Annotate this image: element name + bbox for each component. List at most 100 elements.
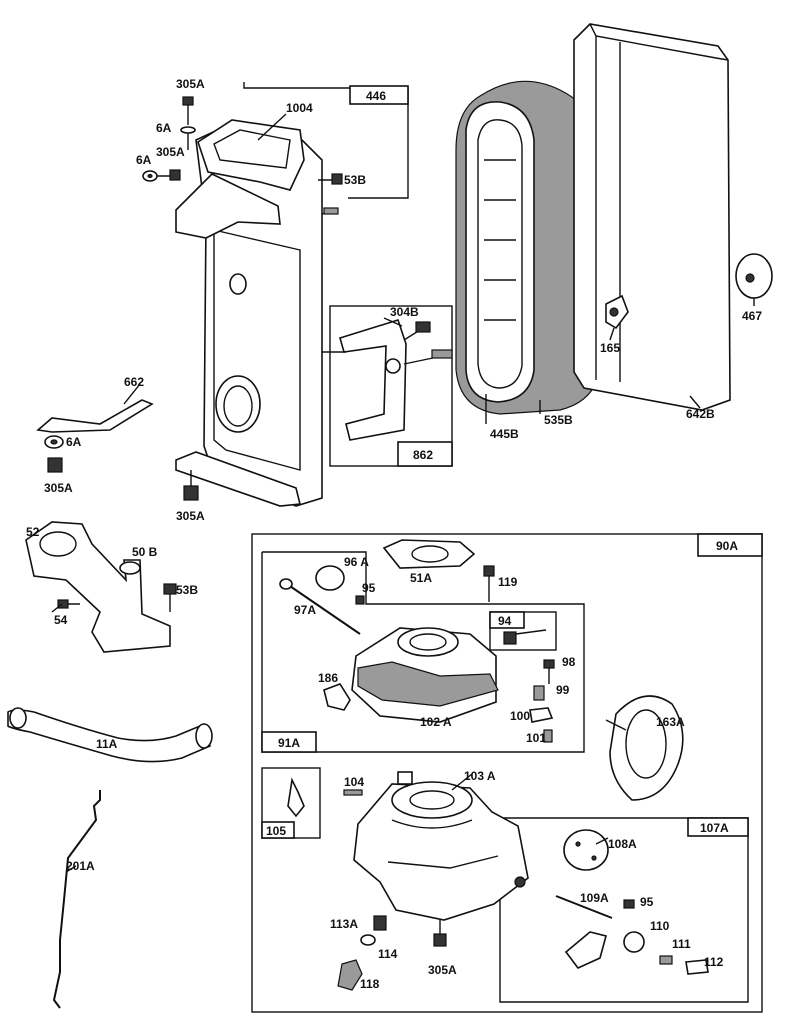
spring-99 (533, 685, 545, 701)
label-99: 99 (556, 683, 570, 697)
leader-lines (51, 113, 755, 873)
valve-100 (529, 707, 554, 723)
nut-305a-low (47, 457, 63, 473)
label-305a-low: 305A (44, 481, 73, 495)
label-201a: 201A (66, 859, 95, 873)
filter-element-535b (455, 80, 601, 415)
air-cleaner-base (175, 119, 339, 507)
gasket-163a (609, 695, 684, 801)
spring-111 (659, 955, 673, 965)
screw-95-top (355, 595, 365, 605)
box-label-90a: 90A (716, 539, 738, 553)
screw-95-bot (623, 899, 635, 909)
link-201a (52, 790, 101, 1009)
screw-119 (483, 565, 495, 602)
strap-662 (36, 399, 154, 433)
box-label-862: 862 (413, 448, 433, 462)
shaft-97a (279, 578, 361, 635)
washer-6a-low (44, 435, 64, 449)
label-6a-low: 6A (66, 435, 82, 449)
label-186: 186 (318, 671, 338, 685)
screw-94 (503, 629, 547, 645)
label-97a: 97A (294, 603, 316, 617)
label-96a: 96 A (344, 555, 369, 569)
label-305a-carb: 305A (428, 963, 457, 977)
box-label-94: 94 (498, 614, 512, 628)
label-95-bot: 95 (640, 895, 654, 909)
label-11a: 11A (96, 737, 118, 751)
label-114: 114 (378, 947, 398, 961)
label-445b: 445B (490, 427, 519, 441)
box-862-group: 862 (329, 305, 453, 467)
box-105-group: 105 (261, 767, 321, 839)
screw-305a-top (180, 96, 196, 150)
label-102a: 102 A (420, 715, 452, 729)
label-54: 54 (54, 613, 68, 627)
label-119: 119 (498, 575, 518, 589)
elbow-50b (25, 521, 177, 653)
label-112: 112 (704, 955, 724, 969)
body-103a (353, 771, 529, 921)
label-51a: 51A (410, 571, 432, 585)
hose-11a (7, 707, 213, 763)
label-6a-mid: 6A (136, 153, 152, 167)
knob-467 (735, 253, 773, 299)
upper-body (351, 627, 499, 723)
label-163a: 163A (656, 715, 685, 729)
wing-nut-165 (605, 294, 629, 330)
part-labels: 305A 6A 1004 6A 305A 53B 304B 662 6A 305… (26, 77, 762, 991)
label-52: 52 (26, 525, 40, 539)
label-305a-mid: 305A (156, 145, 185, 159)
label-110: 110 (650, 919, 670, 933)
box-label-107a: 107A (700, 821, 729, 835)
washer-114 (360, 934, 376, 946)
label-305a-bot: 305A (176, 509, 205, 523)
screw-53b-top (318, 173, 343, 185)
fitting-186 (323, 683, 351, 711)
nut-305a-carb (433, 920, 447, 947)
label-535b: 535B (544, 413, 573, 427)
label-50b: 50 B (132, 545, 158, 559)
choke-plate-96a (315, 565, 345, 591)
gasket-51a (382, 539, 476, 569)
label-113a: 113A (330, 917, 358, 931)
label-662: 662 (124, 375, 144, 389)
bracket-304b (322, 319, 453, 441)
label-305a-top: 305A (176, 77, 205, 91)
label-98: 98 (562, 655, 576, 669)
screw-112 (685, 959, 709, 975)
label-100: 100 (510, 709, 530, 723)
label-103a: 103 A (464, 769, 496, 783)
label-118: 118 (360, 977, 380, 991)
nut-305a-bot (183, 470, 199, 501)
label-53b-mid: 53B (176, 583, 198, 597)
washer-6a-mid (142, 169, 181, 182)
label-165: 165 (600, 341, 620, 355)
seat-118 (337, 959, 363, 991)
label-101: 101 (526, 731, 546, 745)
screw-101 (543, 729, 553, 743)
box-label-446: 446 (366, 89, 386, 103)
throttle-shaft-109a (555, 895, 613, 969)
label-108a: 108A (608, 837, 637, 851)
label-53b-top: 53B (344, 173, 366, 187)
throttle-plate-108a (563, 829, 609, 871)
box-label-91a: 91A (278, 736, 300, 750)
pin-104 (343, 789, 363, 796)
screw-98 (543, 659, 555, 684)
cover-642b (573, 23, 731, 411)
label-6a-top: 6A (156, 121, 172, 135)
label-467: 467 (742, 309, 762, 323)
label-642b: 642B (686, 407, 715, 421)
label-304b: 304B (390, 305, 419, 319)
box-91a-group: 91A (261, 551, 585, 753)
seal-110 (623, 931, 645, 953)
box-107a-group: 107A (499, 817, 749, 1003)
label-111: 111 (672, 937, 691, 951)
box-446-group: 446 (243, 82, 409, 199)
label-104: 104 (344, 775, 364, 789)
box-label-105: 105 (266, 824, 286, 838)
needle-105 (287, 777, 305, 818)
